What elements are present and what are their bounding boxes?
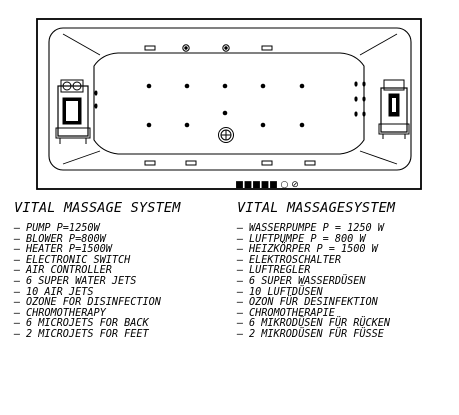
feature-text: WASSERPUMPE P = 1250 W [249, 223, 384, 234]
bullet-dash: – [14, 233, 21, 245]
feature-text: ELEKTROSCHALTER [249, 254, 342, 266]
feature-text: AIR CONTROLLER [26, 265, 112, 277]
bullet-dash: – [237, 223, 244, 234]
feature-item: –LUFTREGLER [237, 266, 457, 277]
feature-item: –2 MIKRODÜSEN FÜR FÜSSE [237, 328, 457, 341]
feature-text: OZON FÜR DESINFEKTION [249, 297, 378, 309]
english-feature-list: –PUMP P=1250W–BLOWER P=800W–HEATER P=150… [14, 223, 229, 341]
bullet-dash: – [237, 254, 244, 266]
feature-item: –6 MICROJETS FOR BACK [14, 319, 229, 330]
rim-corner-lines [62, 33, 398, 165]
feature-item: –CHROMOTHERAPY [14, 307, 229, 320]
bathtub-diagram: ■■■■■ ○ ⊘ [36, 18, 422, 190]
bullet-dash: – [237, 265, 244, 277]
feature-text: 10 AIR JETS [26, 286, 94, 298]
feature-item: –BLOWER P=800W [14, 233, 229, 246]
feature-item: –OZONE FOR DISINFECTION [14, 297, 229, 309]
bullet-dash: – [14, 328, 21, 340]
left-pump-unit [55, 79, 91, 144]
german-heading: VITAL MASSAGESYSTEM [237, 200, 396, 216]
feature-item: –PUMP P=1250W [14, 223, 229, 235]
feature-text: CHROMOTHERAPY [26, 307, 106, 319]
water-jets-top [144, 44, 273, 52]
feature-text: BLOWER P=800W [26, 233, 106, 245]
bullet-dash: – [237, 318, 244, 330]
right-pump-unit [378, 79, 410, 139]
feature-text: 6 SUPER WATER JETS [26, 275, 137, 287]
feature-item: –ELECTRONIC SWITCH [14, 254, 229, 267]
feature-item: –6 MIKRODÜSEN FÜR RÜCKEN [237, 319, 457, 330]
feature-text: ELECTRONIC SWITCH [26, 254, 131, 266]
feature-text: 2 MIKRODÜSEN FÜR FÜSSE [249, 328, 384, 340]
air-jets [146, 83, 305, 128]
feature-text: OZONE FOR DISINFECTION [26, 297, 161, 309]
drain-icon [218, 127, 234, 143]
feature-item: –6 SUPER WASSERDÜSEN [237, 275, 457, 288]
bullet-dash: – [237, 286, 244, 298]
feature-text: CHROMOTHERAPIE [249, 307, 335, 319]
feature-item: –2 MICROJETS FOR FEET [14, 328, 229, 341]
feature-text: PUMP P=1250W [26, 223, 100, 234]
feature-item: –ELEKTROSCHALTER [237, 254, 457, 267]
control-panel: ■■■■■ ○ ⊘ [235, 180, 299, 190]
tub-basin [93, 52, 365, 155]
german-feature-list: –WASSERPUMPE P = 1250 W–LUFTPUMPE P = 80… [237, 223, 457, 341]
tub-rim [48, 27, 412, 171]
bullet-dash: – [14, 223, 21, 234]
german-column: VITAL MASSAGESYSTEM –WASSERPUMPE P = 125… [237, 200, 457, 341]
feature-item: –LUFTPUMPE P = 800 W [237, 233, 457, 246]
bullet-dash: – [14, 254, 21, 266]
feature-item: –6 SUPER WATER JETS [14, 275, 229, 288]
feature-text: HEATER P=1500W [26, 244, 112, 256]
feature-item: –HEATER P=1500W [14, 244, 229, 256]
feature-text: 6 MICROJETS FOR BACK [26, 318, 149, 330]
english-heading: VITAL MASSAGE SYSTEM [14, 200, 181, 216]
bullet-dash: – [237, 297, 244, 309]
bullet-dash: – [14, 307, 21, 319]
bullet-dash: – [237, 233, 244, 245]
feature-text: 6 SUPER WASSERDÜSEN [249, 275, 366, 287]
microjets-right [354, 81, 366, 117]
microjets-left [94, 90, 98, 109]
bullet-dash: – [14, 297, 21, 309]
feature-item: –WASSERPUMPE P = 1250 W [237, 223, 457, 235]
bullet-dash: – [14, 286, 21, 298]
feature-item: –10 LUFTDÜSEN [237, 286, 457, 299]
feature-item: –CHROMOTHERAPIE [237, 307, 457, 320]
feature-item: –HEIZKÖRPER P = 1500 W [237, 244, 457, 256]
english-column: VITAL MASSAGE SYSTEM –PUMP P=1250W–BLOWE… [14, 200, 229, 341]
outer-frame [36, 18, 422, 190]
water-jets-bottom [144, 160, 316, 166]
bullet-dash: – [237, 307, 244, 319]
feature-item: –OZON FÜR DESINFEKTION [237, 297, 457, 309]
bullet-dash: – [14, 265, 21, 277]
feature-item: –10 AIR JETS [14, 286, 229, 299]
bullet-dash: – [237, 275, 244, 287]
feature-text: 6 MIKRODÜSEN FÜR RÜCKEN [249, 318, 391, 330]
feature-text: 2 MICROJETS FOR FEET [26, 328, 149, 340]
feature-text: LUFTREGLER [249, 265, 311, 277]
feature-item: –AIR CONTROLLER [14, 266, 229, 277]
bullet-dash: – [14, 275, 21, 287]
bullet-dash: – [237, 328, 244, 340]
bullet-dash: – [14, 318, 21, 330]
bullet-dash: – [14, 244, 21, 256]
feature-text: HEIZKÖRPER P = 1500 W [249, 244, 378, 256]
feature-text: 10 LUFTDÜSEN [249, 286, 323, 298]
feature-text: LUFTPUMPE P = 800 W [249, 233, 366, 245]
bullet-dash: – [237, 244, 244, 256]
